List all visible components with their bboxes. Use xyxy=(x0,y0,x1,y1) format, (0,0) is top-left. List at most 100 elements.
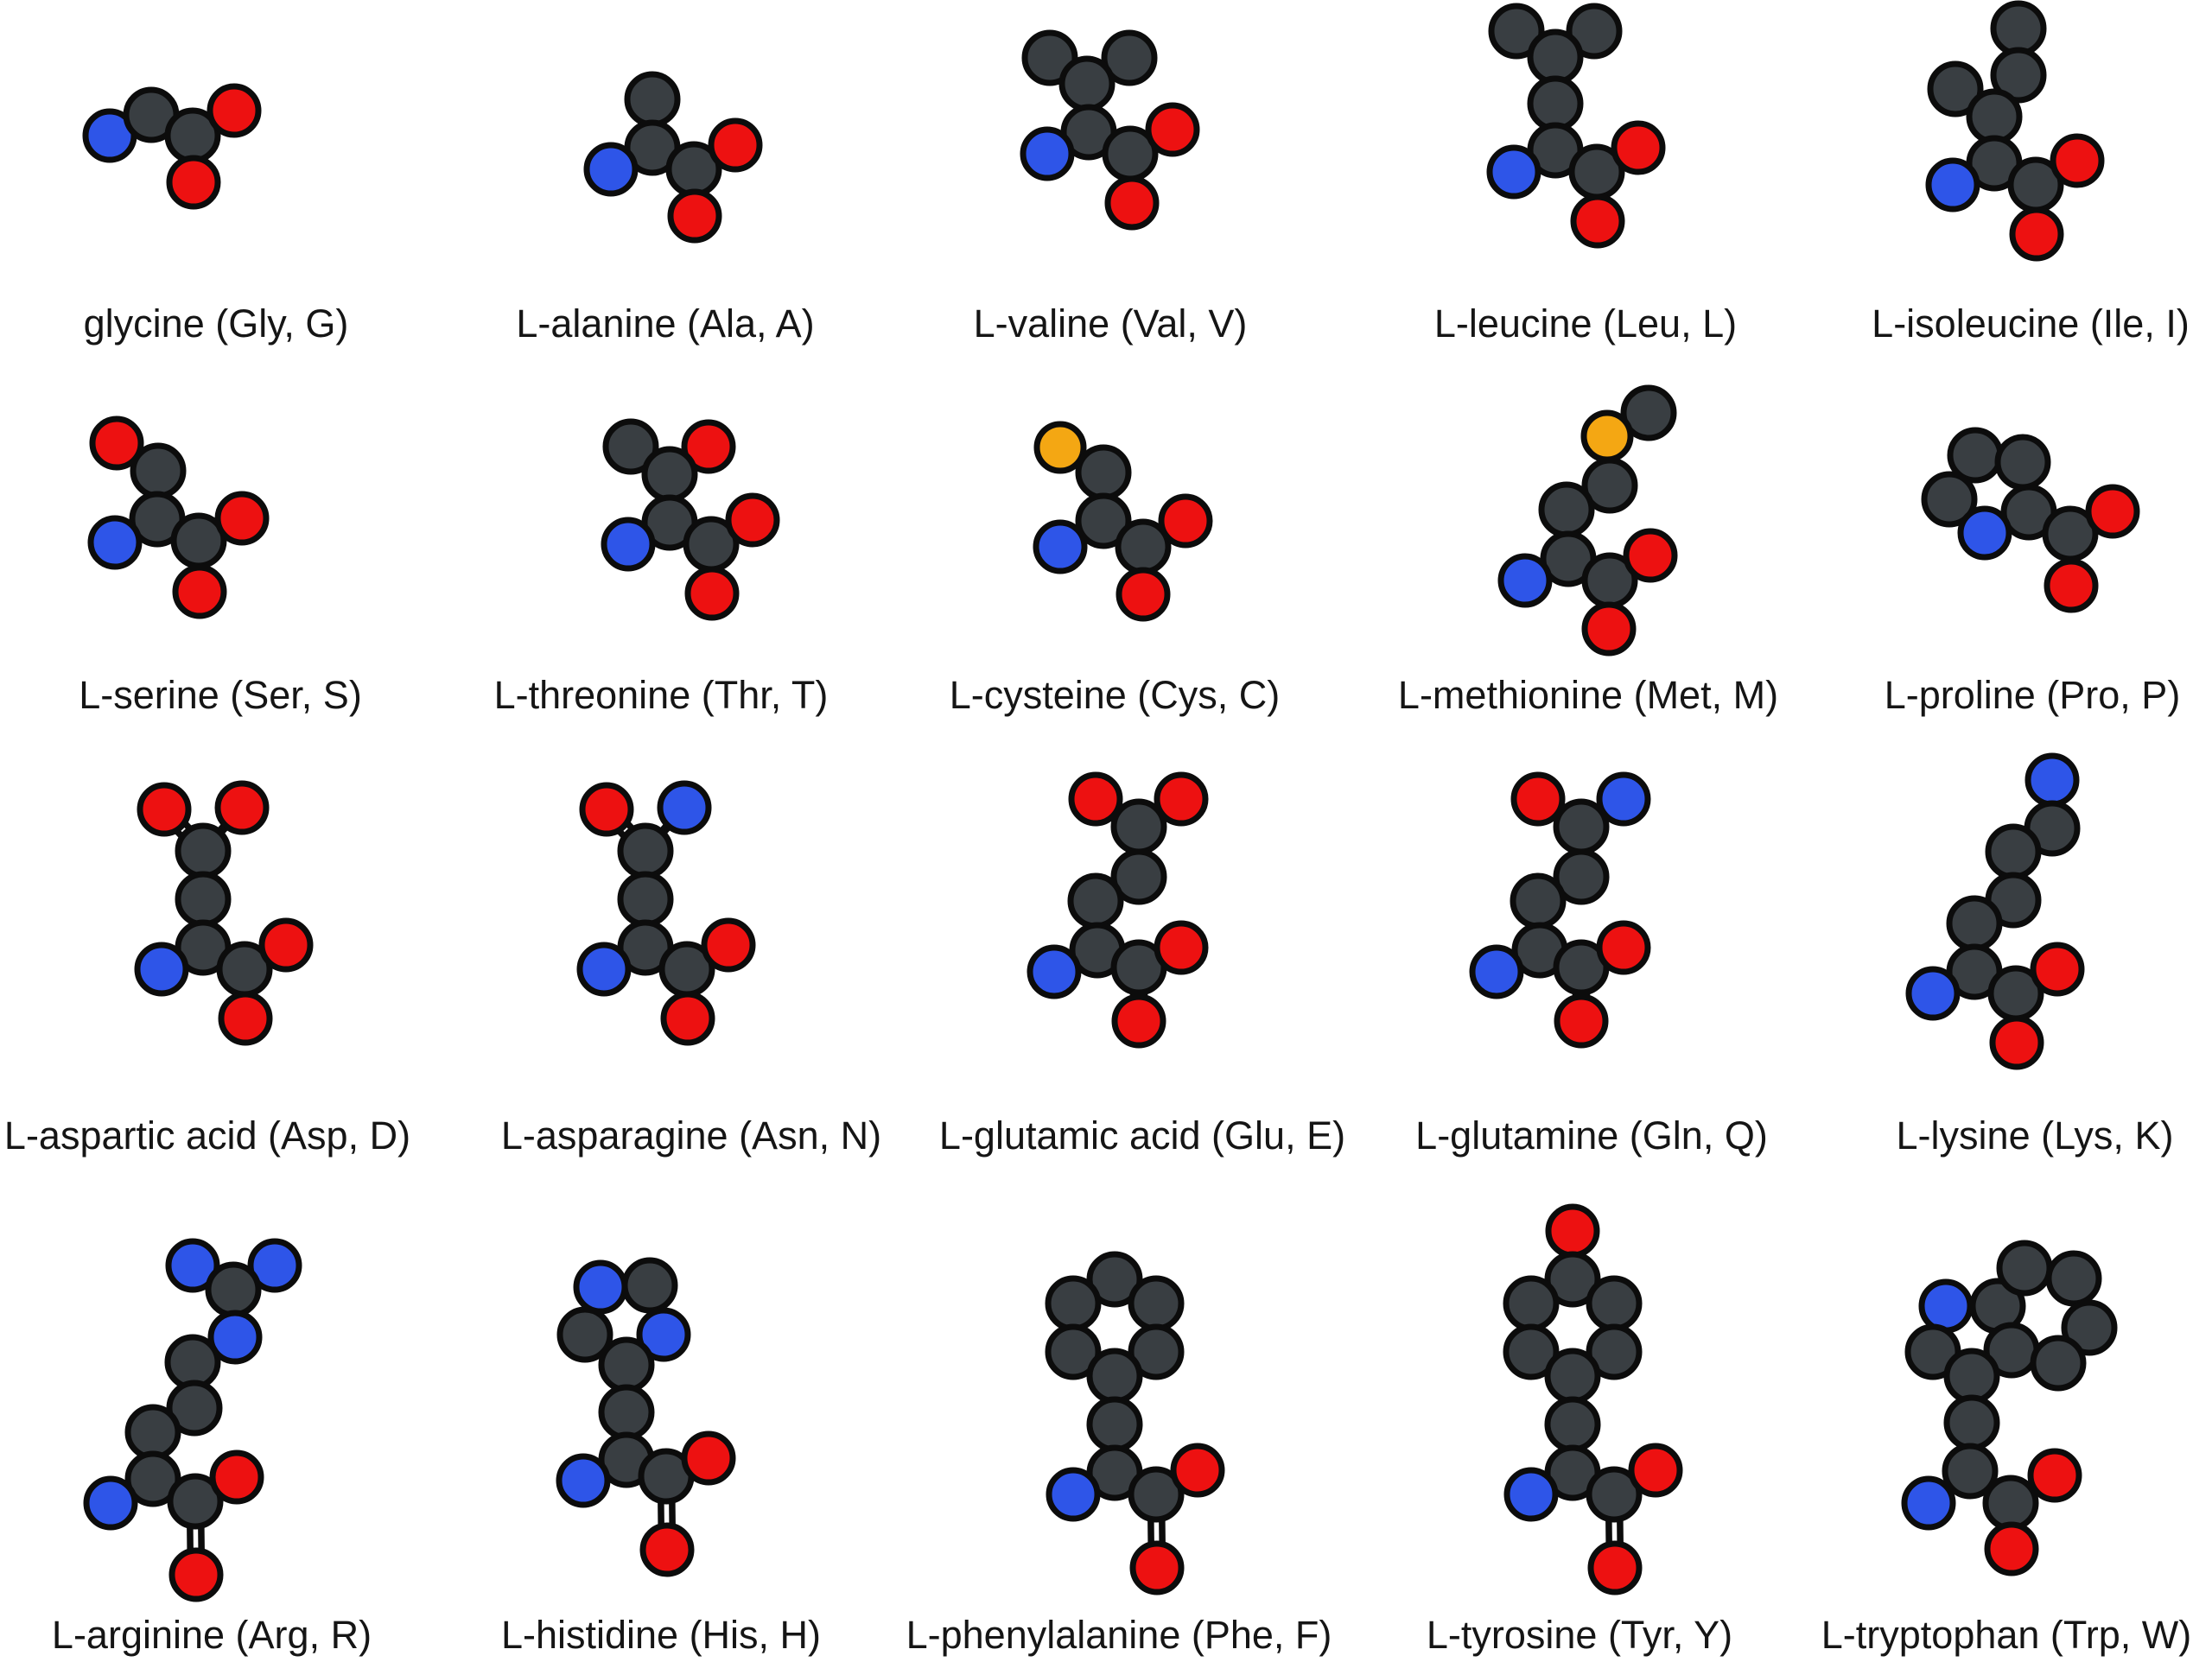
atom-o xyxy=(1628,1443,1683,1498)
atom-s xyxy=(1580,409,1634,463)
atom-c xyxy=(1581,457,1638,514)
atom-c xyxy=(556,1306,613,1363)
molecule-label-glycine: glycine (Gly, G) xyxy=(84,301,349,346)
molecule-cysteine: L-cysteine (Cys, C) xyxy=(950,421,1281,717)
molecule-label-lysine: L-lysine (Lys, K) xyxy=(1897,1113,2174,1158)
atom-c xyxy=(1553,848,1610,905)
atom-c xyxy=(1943,1348,2000,1405)
atom-n xyxy=(2024,752,2080,808)
molecule-label-alanine: L-alanine (Ala, A) xyxy=(516,301,814,346)
atom-c xyxy=(1488,3,1545,60)
atom-c xyxy=(1946,895,2003,952)
atom-c xyxy=(1058,55,1116,112)
atom-n xyxy=(556,1453,611,1508)
atom-c xyxy=(1544,1251,1601,1308)
atom-o xyxy=(1587,1540,1643,1595)
atom-n xyxy=(1497,553,1553,608)
atom-o xyxy=(168,1547,224,1602)
molecule-leucine: L-leucine (Leu, L) xyxy=(1434,3,1737,346)
atom-o xyxy=(1145,102,1200,157)
atom-c xyxy=(175,822,232,879)
atom-o xyxy=(258,917,314,973)
atom-n xyxy=(247,1238,302,1293)
atom-c xyxy=(602,418,659,475)
molecule-label-isoleucine: L-isoleucine (Ile, I) xyxy=(1872,301,2190,346)
atom-c xyxy=(205,1261,262,1318)
atom-c xyxy=(617,822,674,879)
atom-o xyxy=(701,917,756,973)
atom-c xyxy=(167,1473,224,1530)
atom-c xyxy=(1544,1348,1601,1405)
atom-o xyxy=(725,492,780,548)
molecule-label-cysteine: L-cysteine (Cys, C) xyxy=(950,673,1281,717)
atom-c xyxy=(1510,872,1567,929)
atom-c xyxy=(1527,29,1584,86)
molecule-label-leucine: L-leucine (Leu, L) xyxy=(1434,301,1737,346)
atom-c xyxy=(164,1334,221,1391)
atom-o xyxy=(137,782,192,837)
molecule-label-histidine: L-histidine (His, H) xyxy=(501,1613,821,1657)
atom-c xyxy=(2030,1335,2087,1392)
atom-o xyxy=(207,83,262,138)
atom-c xyxy=(1086,1396,1143,1453)
atom-n xyxy=(134,942,189,997)
atom-o xyxy=(681,419,736,474)
molecule-arginine: L-arginine (Arg, R) xyxy=(52,1238,372,1657)
atom-o xyxy=(1111,993,1166,1049)
atom-c xyxy=(130,442,187,499)
atom-n xyxy=(83,1475,138,1531)
atom-c xyxy=(1566,3,1623,60)
atom-o xyxy=(684,566,740,621)
atom-n xyxy=(207,1310,263,1365)
atom-c xyxy=(1503,1323,1560,1380)
atom-n xyxy=(573,1259,628,1315)
atom-o xyxy=(1611,120,1666,175)
atom-c xyxy=(1927,60,1984,117)
atom-c xyxy=(1045,1323,1102,1380)
atom-n xyxy=(1596,771,1651,827)
atom-c xyxy=(1990,47,2047,104)
molecule-tyrosine: L-tyrosine (Tyr, Y) xyxy=(1427,1203,1732,1657)
atom-o xyxy=(639,1522,695,1577)
atom-n xyxy=(583,142,639,197)
atom-c xyxy=(1128,1275,1185,1332)
molecule-label-arginine: L-arginine (Arg, R) xyxy=(52,1613,372,1657)
molecule-label-serine: L-serine (Ser, S) xyxy=(79,673,362,717)
atom-o xyxy=(1129,1540,1185,1595)
molecule-label-tyrosine: L-tyrosine (Tyr, Y) xyxy=(1427,1613,1732,1657)
molecule-serine: L-serine (Ser, S) xyxy=(79,416,362,717)
atom-n xyxy=(1469,944,1524,999)
atom-o xyxy=(708,117,763,173)
atom-c xyxy=(1086,1251,1143,1308)
molecule-glutamine: L-glutamine (Gln, Q) xyxy=(1415,771,1768,1158)
molecule-glycine: glycine (Gly, G) xyxy=(82,83,349,346)
atom-n xyxy=(1503,1467,1559,1522)
atom-c xyxy=(1620,384,1677,441)
atom-o xyxy=(667,188,722,244)
atom-c xyxy=(1045,1275,1102,1332)
molecule-phenylalanine: L-phenylalanine (Phe, F) xyxy=(906,1251,1332,1657)
atom-n xyxy=(1027,944,1082,999)
molecule-valine: L-valine (Val, V) xyxy=(974,29,1247,346)
molecule-label-aspartic-acid: L-aspartic acid (Asp, D) xyxy=(4,1113,410,1158)
atom-c xyxy=(1553,798,1610,855)
atom-c xyxy=(1086,1348,1143,1405)
atom-o xyxy=(1554,993,1609,1049)
atom-c xyxy=(166,1380,223,1437)
atom-o xyxy=(1623,528,1678,583)
atom-c xyxy=(598,1336,655,1393)
atom-o xyxy=(1984,1521,2039,1576)
atom-c xyxy=(2045,1250,2102,1307)
molecule-tryptophan: L-tryptophan (Trp, W) xyxy=(1821,1240,2191,1657)
atom-c xyxy=(1544,1396,1601,1453)
atom-c xyxy=(1075,444,1132,501)
atom-o xyxy=(1510,771,1566,827)
atom-o xyxy=(1158,493,1213,549)
atom-c xyxy=(624,71,681,128)
atom-c xyxy=(1503,1275,1560,1332)
atom-n xyxy=(657,780,712,835)
atom-n xyxy=(1020,126,1075,181)
molecule-label-proline: L-proline (Pro, P) xyxy=(1885,673,2181,717)
atom-o xyxy=(214,780,270,835)
